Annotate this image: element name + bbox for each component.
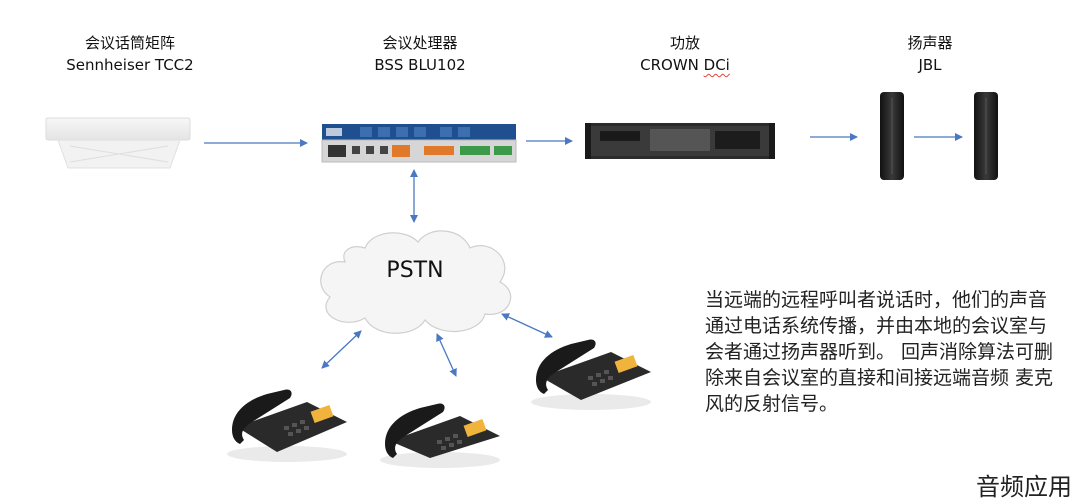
- amplifier-label: 功放 CROWN DCi: [605, 32, 765, 76]
- mic-matrix-model: Sennheiser TCC2: [66, 56, 194, 74]
- pstn-cloud: [320, 230, 512, 334]
- arrow-pstn-phone-left: [321, 330, 362, 369]
- speaker-left: [880, 92, 904, 180]
- mic-matrix-name: 会议话筒矩阵: [84, 34, 175, 52]
- processor-label: 会议处理器 BSS BLU102: [340, 32, 500, 76]
- arrow-pstn-phone-right: [501, 313, 553, 338]
- dsp-processor-device: [321, 124, 517, 163]
- telephone-middle: [380, 403, 500, 468]
- telephone-right: [531, 339, 651, 410]
- amplifier-device: [585, 123, 775, 159]
- amplifier-model-prefix: CROWN: [640, 56, 704, 74]
- ceiling-microphone-device: [45, 117, 191, 169]
- processor-name: 会议处理器: [382, 34, 458, 52]
- speaker-right: [974, 92, 998, 180]
- pstn-label: PSTN: [386, 258, 444, 283]
- speakers-name: 扬声器: [907, 34, 953, 52]
- speakers-model: JBL: [918, 56, 942, 74]
- speakers-label: 扬声器 JBL: [865, 32, 995, 76]
- description-text: 当远端的远程呼叫者说话时，他们的声音通过电话系统传播，并由本地的会议室与会者通过…: [705, 289, 1054, 415]
- telephone-left: [227, 389, 347, 462]
- mic-matrix-label: 会议话筒矩阵 Sennheiser TCC2: [50, 32, 210, 76]
- amplifier-name: 功放: [669, 34, 700, 52]
- amplifier-model: CROWN DCi: [605, 54, 765, 76]
- arrow-pstn-phone-middle: [436, 333, 457, 377]
- watermark: 音频应用: [976, 473, 1072, 501]
- amplifier-model-suffix: DCi: [703, 56, 730, 74]
- processor-model: BSS BLU102: [374, 56, 466, 74]
